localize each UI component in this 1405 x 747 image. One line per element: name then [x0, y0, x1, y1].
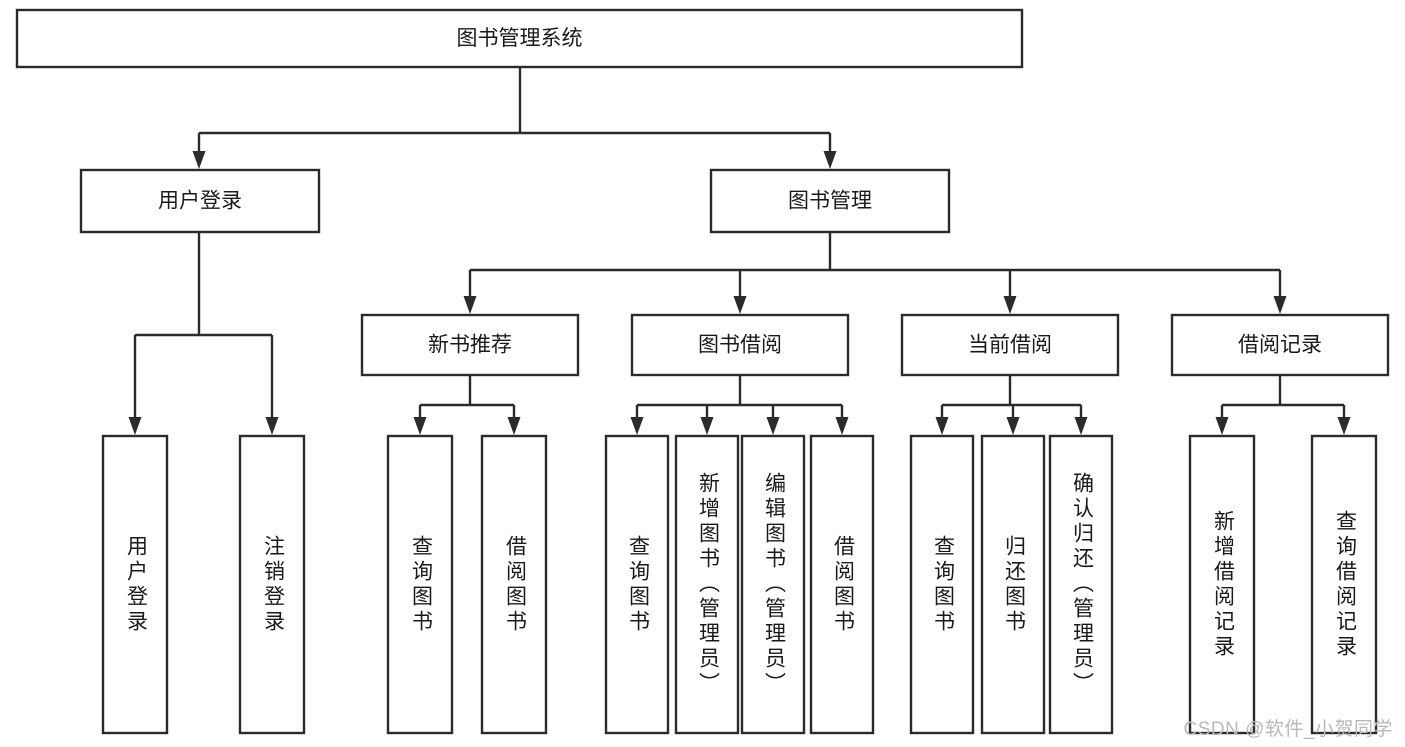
arrow-head-1: [265, 417, 279, 435]
node-box-leaf-3[interactable]: [480, 434, 548, 735]
node-box-root[interactable]: [15, 8, 1024, 69]
node-box-leaf-11[interactable]: [1188, 434, 1256, 735]
arrow-head-0: [128, 417, 142, 435]
node-label-l2-0: 用户登录: [158, 190, 242, 213]
arrow-head-0: [1215, 417, 1229, 435]
arrow-head-1: [823, 151, 837, 169]
node-box-leaf-9[interactable]: [980, 434, 1046, 735]
arrow-head-0: [463, 296, 477, 314]
arrow-head-1: [1337, 417, 1351, 435]
arrow-head-1: [733, 296, 747, 314]
connector-group-root-children: [192, 67, 837, 169]
node-box-l3-2[interactable]: [900, 313, 1120, 377]
node-box-l2-1[interactable]: [709, 168, 951, 234]
arrow-head-1: [700, 417, 714, 435]
arrow-head-0: [413, 417, 427, 435]
arrow-head-3: [1273, 296, 1287, 314]
node-label-l3-2: 当前借阅: [968, 334, 1052, 357]
arrow-head-0: [192, 151, 206, 169]
arrow-head-0: [935, 417, 949, 435]
connector-group-book-manage-children: [463, 232, 1287, 314]
node-box-leaf-6[interactable]: [740, 434, 806, 735]
node-box-leaf-4[interactable]: [604, 434, 670, 735]
arrow-head-2: [1003, 296, 1017, 314]
node-box-leaf-8[interactable]: [909, 434, 975, 735]
connector-group-borrow-children: [630, 375, 849, 435]
node-box-leaf-0[interactable]: [101, 434, 169, 735]
arrow-head-0: [630, 417, 644, 435]
connector-group-new-book-children: [413, 375, 521, 435]
node-label-l3-1: 图书借阅: [698, 334, 782, 357]
boxes-layer: [15, 8, 1390, 735]
node-label-l3-3: 借阅记录: [1238, 334, 1322, 357]
node-label-root: 图书管理系统: [457, 27, 583, 50]
connector-group-current-borrow-children: [935, 375, 1088, 435]
node-box-leaf-7[interactable]: [809, 434, 875, 735]
node-box-leaf-2[interactable]: [386, 434, 454, 735]
node-box-leaf-10[interactable]: [1048, 434, 1114, 735]
arrow-head-2: [1074, 417, 1088, 435]
node-box-leaf-12[interactable]: [1310, 434, 1378, 735]
node-label-l2-1: 图书管理: [788, 190, 872, 213]
connectors-layer: [128, 67, 1351, 435]
connector-group-user-login-children: [128, 232, 279, 435]
node-box-leaf-5[interactable]: [674, 434, 740, 735]
connector-group-borrow-record-children: [1215, 375, 1351, 435]
node-box-l2-0[interactable]: [79, 168, 321, 234]
arrow-head-1: [1006, 417, 1020, 435]
arrow-head-1: [507, 417, 521, 435]
node-box-l3-3[interactable]: [1170, 313, 1390, 377]
node-label-l3-0: 新书推荐: [428, 334, 512, 357]
arrow-head-3: [835, 417, 849, 435]
node-box-l3-1[interactable]: [630, 313, 850, 377]
node-box-leaf-1[interactable]: [238, 434, 306, 735]
node-box-l3-0[interactable]: [360, 313, 580, 377]
arrow-head-2: [766, 417, 780, 435]
